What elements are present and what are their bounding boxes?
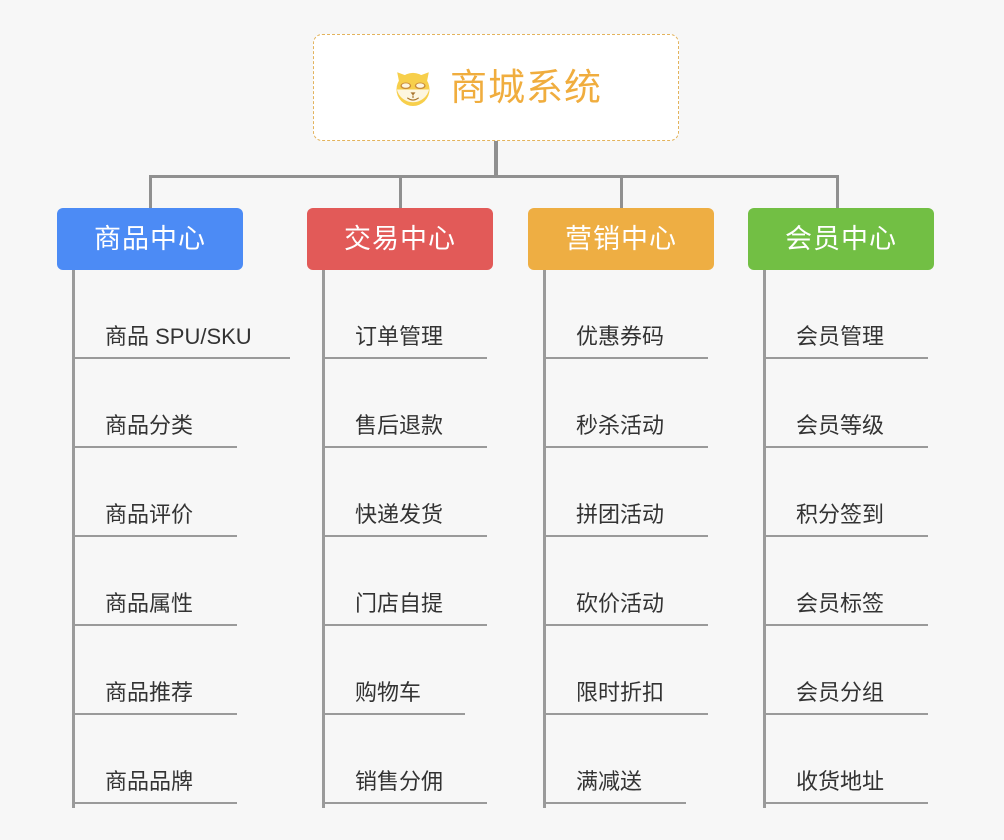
category-stem-product-center	[72, 270, 75, 808]
leaf-item-label: 售后退款	[355, 412, 444, 438]
connector-horizontal-bus	[150, 175, 838, 178]
leaf-item-label: 优惠券码	[576, 323, 665, 349]
leaf-item-label: 购物车	[355, 679, 422, 705]
category-stem-trade-center	[322, 270, 325, 808]
leaf-item-label: 砍价活动	[576, 590, 665, 616]
leaf-item[interactable]: 秒杀活动	[543, 359, 708, 448]
leaf-item[interactable]: 订单管理	[322, 270, 487, 359]
leaf-item[interactable]: 售后退款	[322, 359, 487, 448]
leaf-item-label: 会员等级	[796, 412, 885, 438]
category-header-label: 会员中心	[785, 223, 897, 254]
leaf-item[interactable]: 销售分佣	[322, 715, 487, 804]
leaf-item-label: 拼团活动	[576, 501, 665, 527]
category-header-product-center[interactable]: 商品中心	[57, 208, 243, 270]
leaf-item-label: 快递发货	[355, 501, 444, 527]
leaf-item[interactable]: 会员等级	[763, 359, 928, 448]
leaf-item[interactable]: 收货地址	[763, 715, 928, 804]
category-header-label: 营销中心	[565, 223, 677, 254]
leaf-item-label: 商品属性	[105, 590, 194, 616]
category-stem-marketing-center	[543, 270, 546, 808]
leaf-item[interactable]: 拼团活动	[543, 448, 708, 537]
leaf-item-label: 商品推荐	[105, 679, 194, 705]
leaf-item-label: 会员标签	[796, 590, 885, 616]
connector-drop-product-center	[149, 175, 152, 209]
leaf-item[interactable]: 会员分组	[763, 626, 928, 715]
category-stem-member-center	[763, 270, 766, 808]
leaf-item[interactable]: 门店自提	[322, 537, 487, 626]
leaf-item[interactable]: 购物车	[322, 626, 465, 715]
leaf-item[interactable]: 优惠券码	[543, 270, 708, 359]
leaf-item-label: 满减送	[576, 768, 643, 794]
leaf-item[interactable]: 砍价活动	[543, 537, 708, 626]
leaf-item[interactable]: 商品品牌	[72, 715, 237, 804]
root-node[interactable]: 商城系统	[313, 34, 679, 141]
leaf-item[interactable]: 商品评价	[72, 448, 237, 537]
category-header-trade-center[interactable]: 交易中心	[307, 208, 493, 270]
leaf-item[interactable]: 商品推荐	[72, 626, 237, 715]
leaf-item-label: 秒杀活动	[576, 412, 665, 438]
leaf-item-label: 限时折扣	[576, 679, 665, 705]
leaf-item-label: 商品 SPU/SKU	[105, 323, 252, 349]
root-title: 商城系统	[450, 67, 602, 108]
leaf-item-label: 门店自提	[355, 590, 444, 616]
leaf-item[interactable]: 商品 SPU/SKU	[72, 270, 290, 359]
connector-root-stem	[494, 141, 498, 177]
leaf-item-label: 收货地址	[796, 768, 885, 794]
category-header-label: 交易中心	[344, 223, 456, 254]
leaf-item[interactable]: 会员管理	[763, 270, 928, 359]
leaf-item-label: 销售分佣	[355, 768, 444, 794]
leaf-item-label: 商品评价	[105, 501, 194, 527]
leaf-item-label: 积分签到	[796, 501, 885, 527]
leaf-item-label: 订单管理	[355, 323, 444, 349]
connector-drop-marketing-center	[620, 175, 623, 209]
shiba-dog-face-icon	[390, 65, 436, 111]
leaf-item[interactable]: 限时折扣	[543, 626, 708, 715]
leaf-item[interactable]: 积分签到	[763, 448, 928, 537]
leaf-item-label: 会员管理	[796, 323, 885, 349]
leaf-item[interactable]: 快递发货	[322, 448, 487, 537]
leaf-item[interactable]: 会员标签	[763, 537, 928, 626]
connector-drop-member-center	[836, 175, 839, 209]
leaf-item-label: 商品品牌	[105, 768, 194, 794]
leaf-item-label: 商品分类	[105, 412, 194, 438]
category-header-marketing-center[interactable]: 营销中心	[528, 208, 714, 270]
category-header-member-center[interactable]: 会员中心	[748, 208, 934, 270]
leaf-item[interactable]: 商品分类	[72, 359, 237, 448]
leaf-item[interactable]: 商品属性	[72, 537, 237, 626]
connector-drop-trade-center	[399, 175, 402, 209]
leaf-item-label: 会员分组	[796, 679, 885, 705]
leaf-item[interactable]: 满减送	[543, 715, 686, 804]
category-header-label: 商品中心	[94, 223, 206, 254]
